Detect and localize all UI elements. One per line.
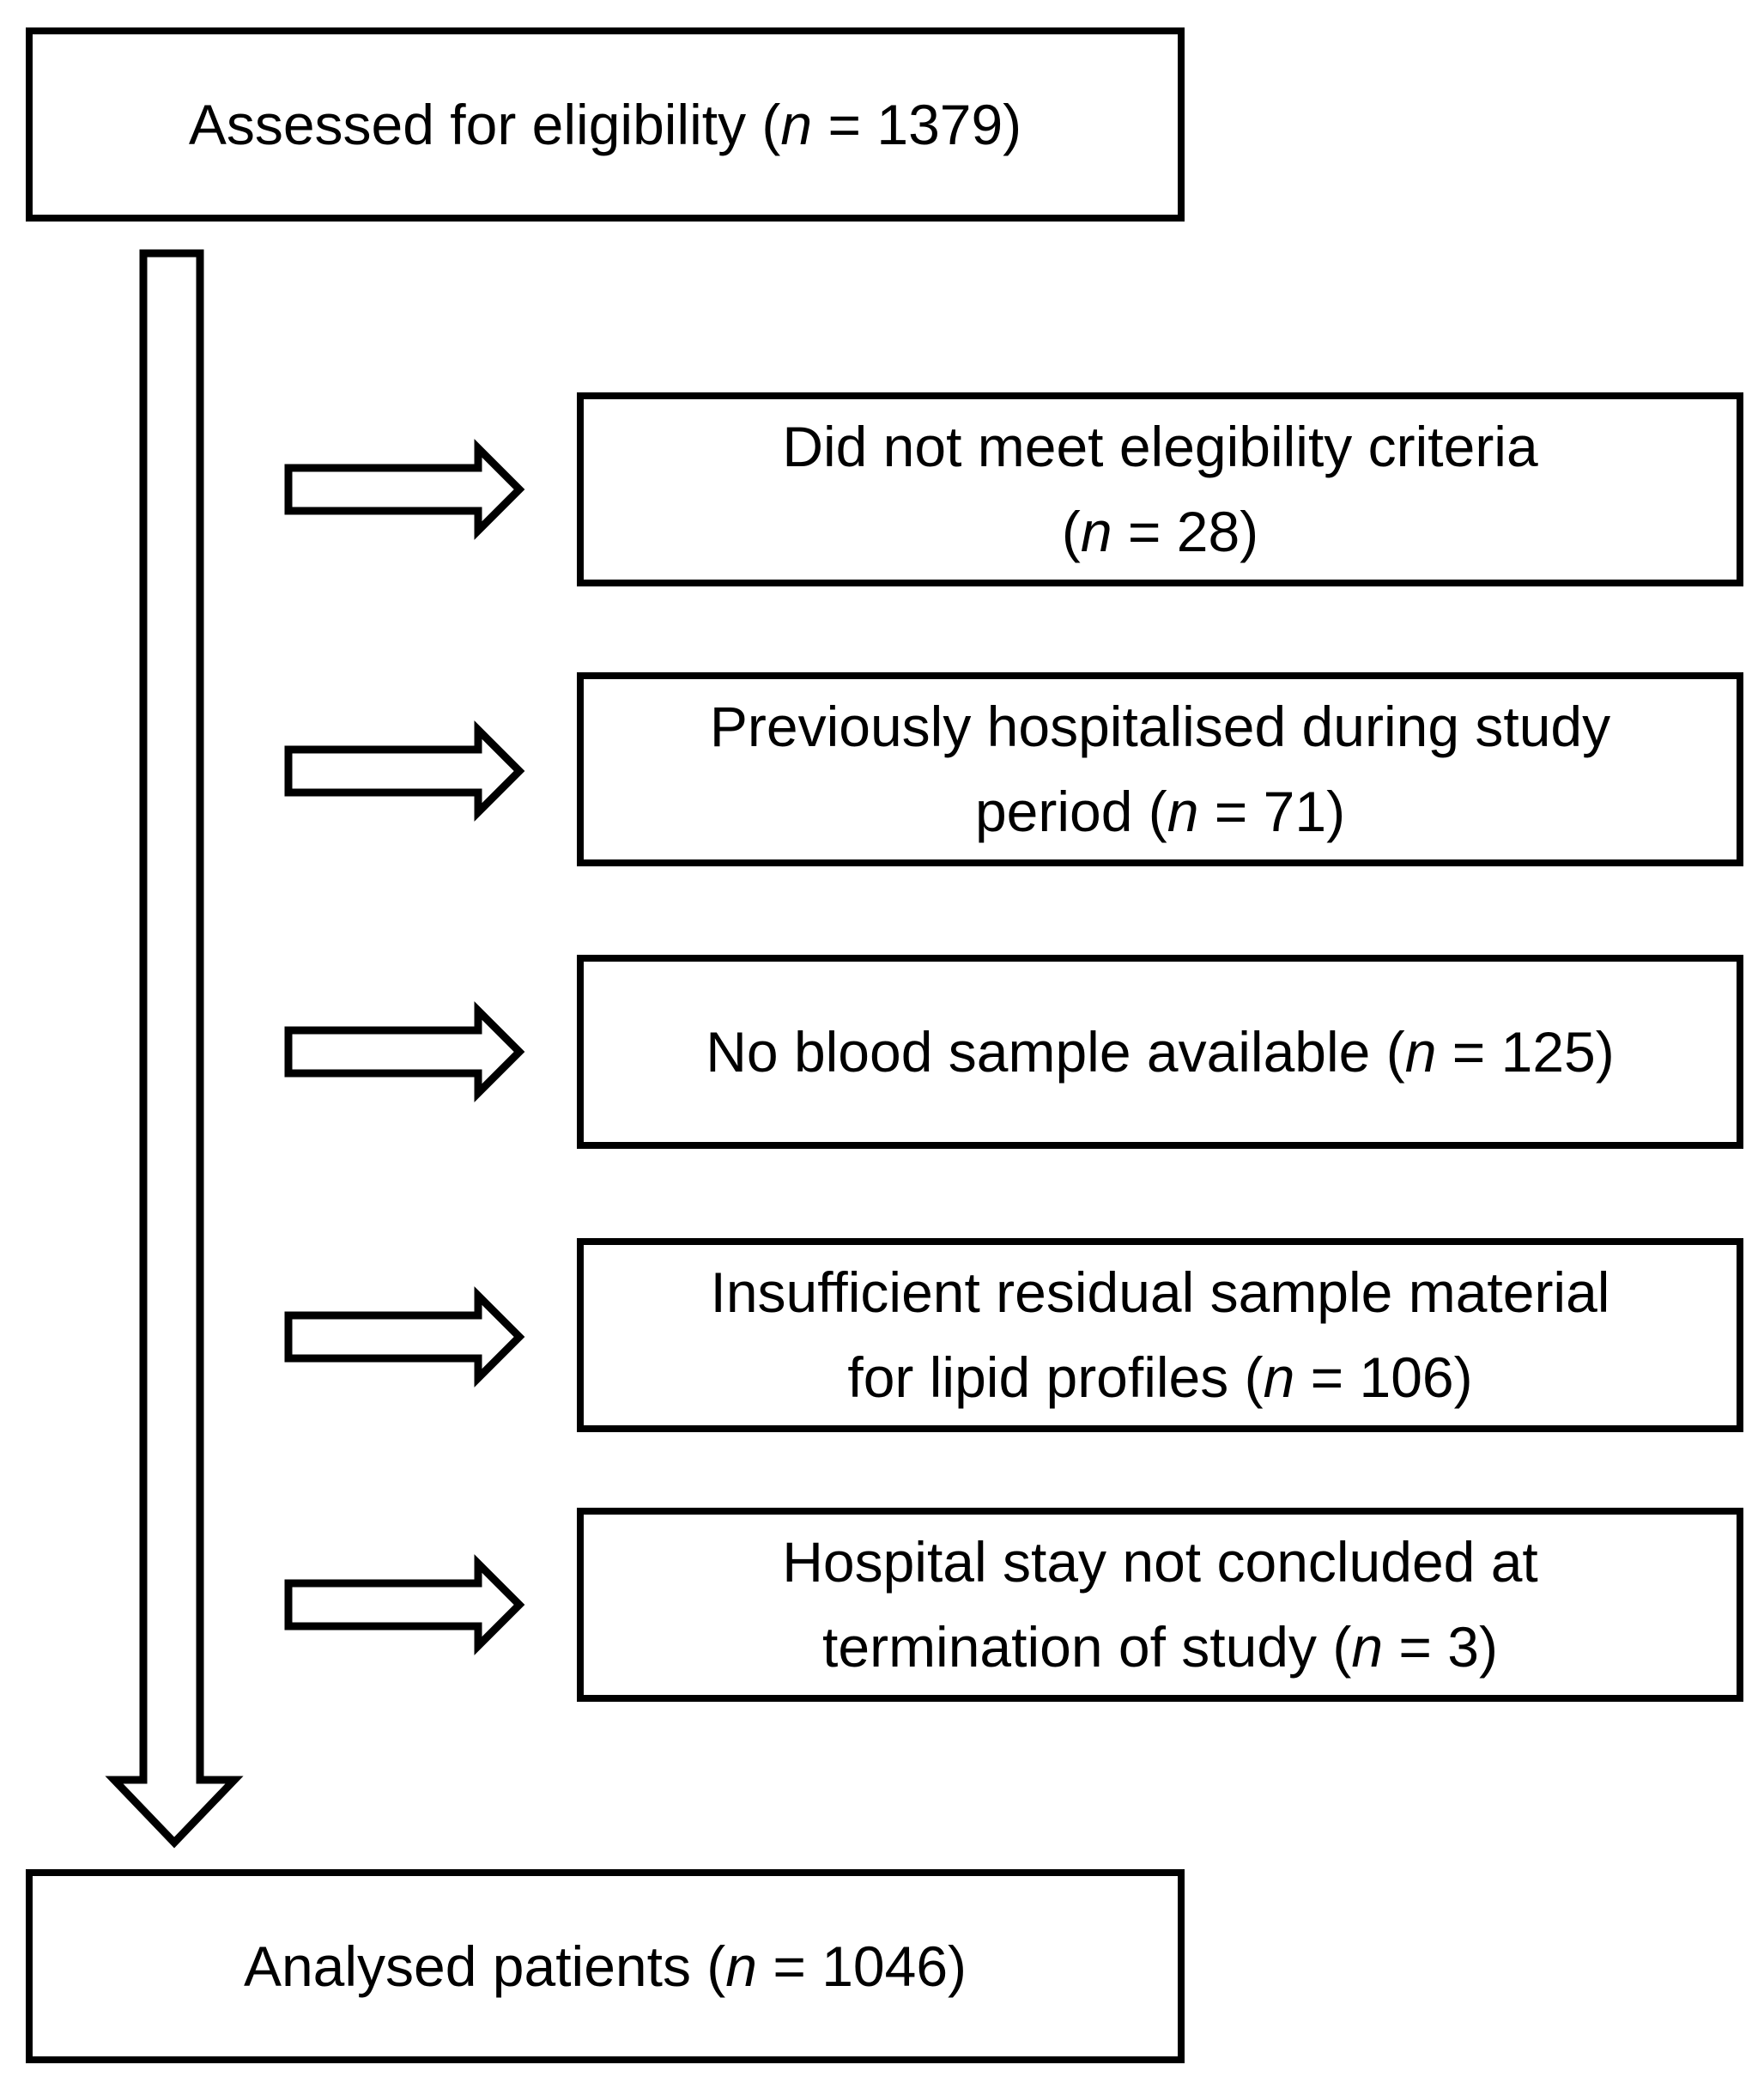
exclude-arrow-3 — [284, 1001, 525, 1102]
excluded-box-stay-not-concluded: Hospital stay not concluded at terminati… — [577, 1508, 1743, 1702]
label-segment: Analysed patients ( — [243, 1934, 726, 1998]
down-arrow — [105, 249, 244, 1849]
label-segment: Assessed for eligibility ( — [188, 92, 781, 156]
excluded-label-line2: for lipid profiles (n = 106) — [847, 1335, 1472, 1420]
excluded-box-not-meet-criteria: Did not meet elegibility criteria (n = 2… — [577, 392, 1743, 586]
assessed-box: Assessed for eligibility (n = 1379) — [26, 27, 1185, 222]
label-segment: Previously hospitalised during study — [709, 695, 1611, 758]
n-variable: n — [725, 1934, 757, 1998]
label-segment: Hospital stay not concluded at — [782, 1530, 1538, 1594]
excluded-box-previously-hospitalised: Previously hospitalised during study per… — [577, 672, 1743, 866]
excluded-label-line1: Hospital stay not concluded at — [782, 1520, 1538, 1605]
n-variable: n — [780, 92, 813, 156]
excluded-box-insufficient-sample: Insufficient residual sample material fo… — [577, 1238, 1743, 1432]
n-variable: n — [1080, 500, 1112, 563]
exclude-arrow-1 — [284, 439, 525, 540]
analysed-label: Analysed patients (n = 1046) — [244, 1924, 967, 2009]
analysed-box: Analysed patients (n = 1046) — [26, 1869, 1185, 2063]
label-segment: ( — [1061, 500, 1081, 563]
exclude-arrow-5 — [284, 1554, 525, 1655]
excluded-label-line1: Did not meet elegibility criteria — [782, 404, 1537, 489]
label-segment: = 1046) — [757, 1934, 967, 1998]
label-segment: = 3) — [1383, 1615, 1498, 1679]
excluded-label-line2: termination of study (n = 3) — [822, 1605, 1498, 1690]
excluded-box-no-blood-sample: No blood sample available (n = 125) — [577, 955, 1743, 1149]
excluded-label-line2: period (n = 71) — [975, 769, 1345, 854]
label-segment: Insufficient residual sample material — [710, 1260, 1610, 1324]
label-segment: = 28) — [1112, 500, 1259, 563]
assessed-label: Assessed for eligibility (n = 1379) — [189, 82, 1021, 167]
label-segment: No blood sample available ( — [706, 1019, 1405, 1084]
n-variable: n — [1167, 780, 1199, 843]
excluded-label-line1: Previously hospitalised during study — [710, 684, 1610, 769]
excluded-label-line1: Insufficient residual sample material — [711, 1250, 1610, 1335]
label-segment: Did not meet elegibility criteria — [782, 415, 1538, 478]
n-variable: n — [1404, 1019, 1437, 1084]
excluded-label: No blood sample available (n = 125) — [706, 1010, 1615, 1095]
exclude-arrow-2 — [284, 720, 525, 822]
label-segment: = 71) — [1198, 780, 1346, 843]
label-segment: = 1379) — [812, 92, 1022, 156]
label-segment: = 125) — [1436, 1019, 1615, 1084]
n-variable: n — [1263, 1345, 1295, 1409]
excluded-label-line2: (n = 28) — [1062, 489, 1258, 574]
n-variable: n — [1351, 1615, 1384, 1679]
label-segment: = 106) — [1294, 1345, 1473, 1409]
label-segment: termination of study ( — [822, 1615, 1352, 1679]
label-segment: for lipid profiles ( — [847, 1345, 1264, 1409]
label-segment: period ( — [974, 780, 1167, 843]
exclude-arrow-4 — [284, 1286, 525, 1388]
